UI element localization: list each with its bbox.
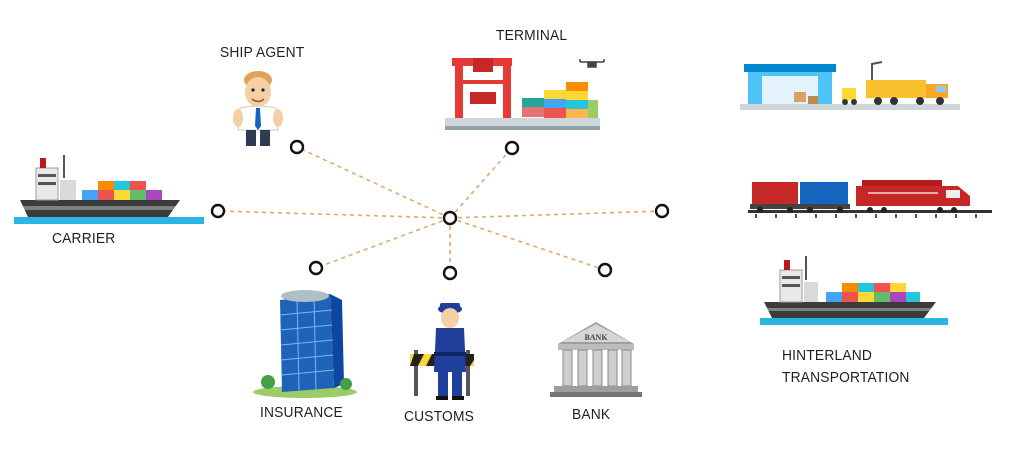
connector-nodes [210,139,670,281]
node-ship-agent [289,139,305,155]
connector-bank [449,217,606,271]
hinterland-transportation-label: HINTERLAND TRANSPORTATION [782,345,910,389]
carrier-label: CARRIER [52,230,116,247]
customs-label: CUSTOMS [404,408,475,425]
node-carrier [210,203,226,219]
freight-train-icon [748,180,992,218]
bank-building-icon: BANK [550,322,642,397]
node-hinterland [654,203,670,219]
connector-lines [217,146,663,273]
bank-sign-text: BANK [584,333,608,342]
ship-agent-icon [233,71,283,146]
node-bank [597,262,613,278]
connector-insurance [315,217,451,269]
node-terminal [504,140,520,156]
hinterland-label-line2: TRANSPORTATION [782,369,910,386]
drone-icon [579,59,605,68]
insurance-label: INSURANCE [260,404,343,421]
hinterland-label-line1: HINTERLAND [782,347,873,364]
connector-terminal [449,147,513,219]
connector-ship-agent [296,146,451,219]
node-insurance [308,260,324,276]
hub-node [442,210,458,226]
terminal-icon [445,58,605,130]
hinterland-ship-icon [760,256,948,325]
customs-officer-icon [410,303,474,400]
warehouse-truck-icon [740,61,960,110]
connector-hinterland [449,210,663,219]
node-customs [442,265,458,281]
connector-carrier [217,210,451,219]
insurance-building-icon [253,290,357,398]
bank-label: BANK [572,406,611,423]
ship-agent-label: SHIP AGENT [220,44,305,61]
terminal-label: TERMINAL [496,27,568,44]
carrier-ship-icon [14,155,204,224]
